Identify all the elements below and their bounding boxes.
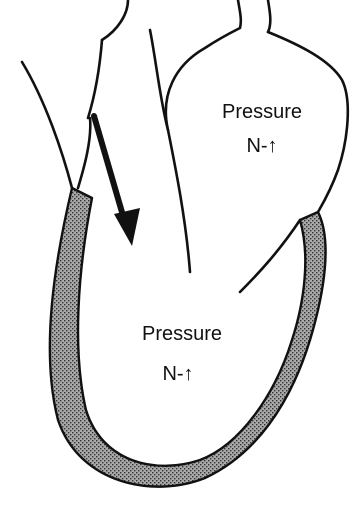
aorta-left-wall: [88, 40, 102, 118]
vessel-left-inner-outline: [78, 118, 90, 188]
aorta-outline: [102, 0, 128, 40]
flow-arrow-head: [114, 208, 140, 246]
upper-pressure-label: Pressure: [222, 101, 302, 123]
atrium-top-vessel: [268, 0, 270, 32]
lower-pressure-label: Pressure: [142, 323, 222, 345]
flow-arrow-shaft: [94, 116, 126, 226]
vessel-left-outline: [22, 62, 72, 188]
septum-outline: [240, 220, 300, 292]
lower-pressure-change-label: N-↑: [162, 363, 193, 385]
upper-pressure-change-label: N-↑: [246, 135, 277, 157]
